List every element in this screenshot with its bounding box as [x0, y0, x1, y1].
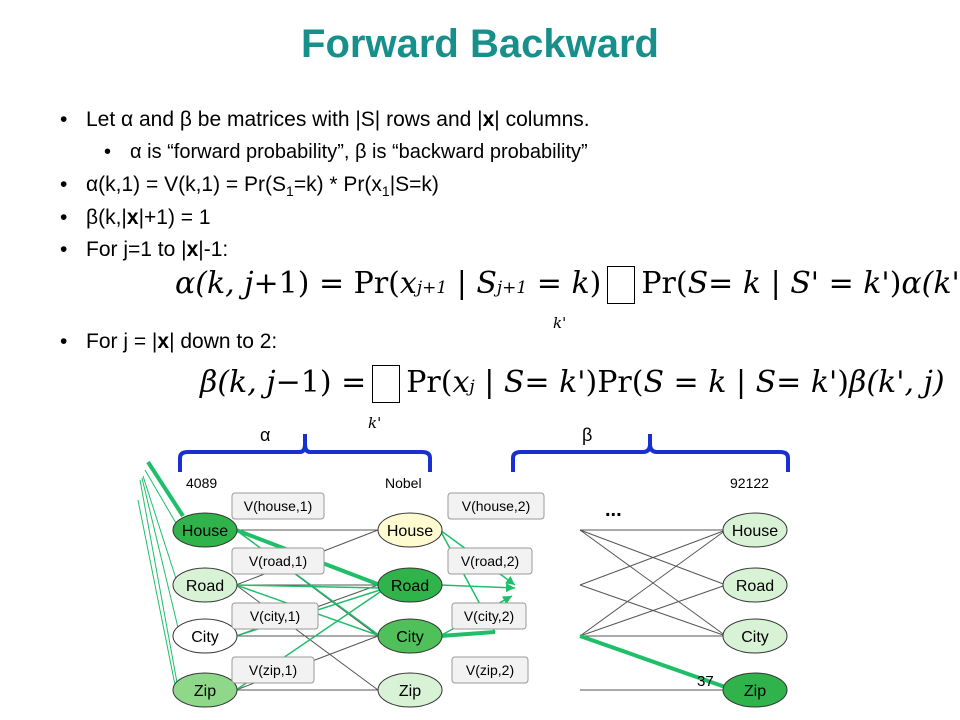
bullet-alpha-init: • α(k,1) = V(k,1) = Pr(S1=k) * Pr(x1|S=k… — [60, 173, 439, 200]
node-zip-2-label: Zip — [399, 683, 421, 700]
text-part: |-1: — [198, 238, 229, 261]
incoming-edges — [137, 469, 181, 691]
alpha-equation: α(k, j+1) = Pr(xj+1 | Sj+1 = k)Pr(S= k |… — [175, 266, 960, 304]
bullet-dot: • — [60, 238, 68, 261]
bullet-bold-x: x — [482, 108, 495, 131]
beta-label: β — [582, 425, 592, 445]
summation-placeholder — [607, 266, 636, 304]
node-city-2-label: City — [396, 629, 424, 646]
node-zip-3-label: Zip — [744, 683, 766, 700]
col2-header: Nobel — [385, 475, 422, 491]
v-box-road-1: V(road,1) — [249, 553, 307, 569]
bullet-bold-x: x — [126, 206, 139, 229]
text-part: |S=k) — [389, 173, 439, 196]
col2-nodes: House Road City Zip — [377, 512, 443, 708]
ellipsis: ... — [605, 499, 622, 521]
v-box-road-2: V(road,2) — [461, 553, 519, 569]
node-city-3 — [722, 618, 788, 654]
node-house-2 — [377, 512, 443, 548]
bullet-sub-text: α is “forward probability”, β is “backwa… — [130, 141, 588, 163]
bullet-bold-x: x — [157, 330, 170, 353]
node-city-1-label: City — [191, 629, 219, 646]
node-road-2-label: Road — [391, 578, 429, 595]
page-number: 37 — [697, 673, 714, 690]
text-part: α(k,1) = V(k,1) = Pr(S — [86, 173, 287, 196]
node-road-1 — [172, 567, 238, 603]
bullet-backward-loop: • For j = |x| down to 2: — [60, 330, 278, 354]
node-road-3 — [722, 567, 788, 603]
text-part: For j=1 to | — [86, 238, 187, 261]
col3-nodes: House Road City Zip — [722, 512, 788, 708]
bullet-dot: • — [60, 206, 68, 229]
v-box-house-1: V(house,1) — [244, 498, 312, 514]
bullet-dot: • — [104, 141, 112, 163]
node-house-1-label: House — [182, 523, 228, 540]
bullet-beta-init: • β(k,|x|+1) = 1 — [60, 206, 211, 230]
text-part: β(k,| — [86, 206, 127, 229]
transition-edges-3 — [579, 529, 727, 691]
node-house-3 — [722, 512, 788, 548]
node-road-3-label: Road — [736, 578, 774, 595]
bullet-sub-definitions: • α is “forward probability”, β is “back… — [104, 141, 588, 164]
beta-brace — [511, 434, 790, 472]
v-boxes-col2: V(house,2) V(road,2) V(city,2) V(zip,2) — [447, 492, 545, 684]
subscript: 1 — [381, 183, 390, 200]
sum-index-label: k' — [368, 414, 382, 432]
node-zip-1 — [172, 672, 238, 708]
v-box-city-1: V(city,1) — [250, 608, 300, 624]
bullet-matrices: • Let α and β be matrices with |S| rows … — [60, 108, 590, 132]
bullet-dot: • — [60, 173, 68, 196]
col1-nodes: House Road City Zip — [172, 512, 238, 708]
path-edge-to-zip — [579, 634, 729, 690]
node-city-3-label: City — [741, 629, 769, 646]
beta-equation: β(k, j−1) =Pr(xj | S= k')Pr(S = k | S= k… — [200, 365, 945, 403]
bullet-dot: • — [60, 108, 68, 131]
node-road-2 — [377, 567, 443, 603]
alpha-brace — [178, 434, 432, 472]
node-zip-1-label: Zip — [194, 683, 216, 700]
v-box-city-2: V(city,2) — [464, 608, 514, 624]
node-road-1-label: Road — [186, 578, 224, 595]
subscript: 1 — [286, 183, 294, 200]
bullet-dot: • — [60, 330, 68, 353]
alpha-label: α — [260, 425, 270, 445]
node-house-3-label: House — [732, 523, 778, 540]
node-city-2 — [377, 618, 443, 654]
bullet-text: Let α and β be matrices with |S| rows an… — [86, 108, 483, 131]
node-house-1 — [172, 512, 238, 548]
node-city-1 — [172, 618, 238, 654]
v-box-house-2: V(house,2) — [462, 498, 530, 514]
bullet-text-end: | columns. — [494, 108, 590, 131]
text-part: For j = | — [86, 330, 158, 353]
v-box-zip-1: V(zip,1) — [249, 662, 297, 678]
bullet-bold-x: x — [186, 238, 199, 261]
summation-placeholder — [372, 365, 401, 403]
text-part: | down to 2: — [169, 330, 278, 353]
node-house-2-label: House — [387, 523, 433, 540]
node-zip-2 — [377, 672, 443, 708]
text-part: =k) * Pr(x — [293, 173, 382, 196]
col1-header: 4089 — [186, 475, 217, 491]
bullet-forward-loop: • For j=1 to |x|-1: — [60, 238, 229, 262]
slide-title: Forward Backward — [301, 22, 659, 66]
col3-header: 92122 — [730, 475, 769, 491]
sum-index-label: k' — [553, 314, 567, 332]
incoming-thick-edge — [146, 460, 185, 518]
text-part: |+1) = 1 — [138, 206, 211, 229]
v-boxes-col1: V(house,1) V(road,1) V(city,1) V(zip,1) — [231, 492, 325, 684]
node-zip-3 — [722, 672, 788, 708]
v-box-zip-2: V(zip,2) — [466, 662, 514, 678]
